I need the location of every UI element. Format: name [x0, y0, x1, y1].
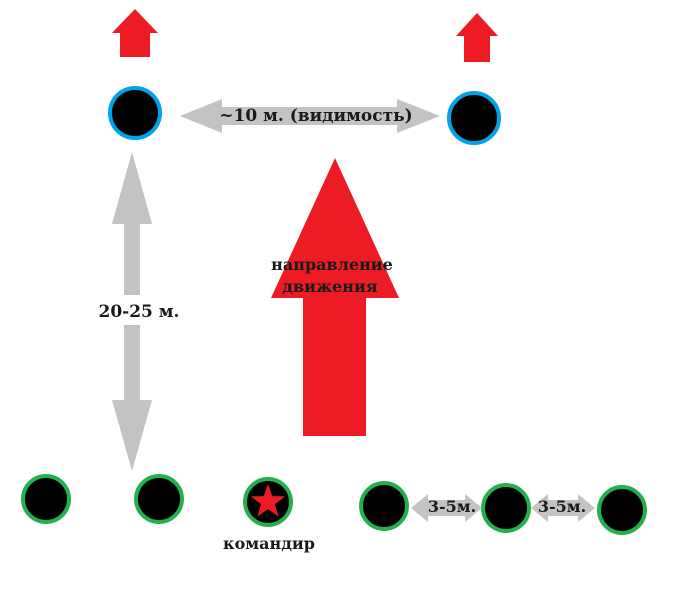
distance-label-backdrop	[98, 295, 178, 325]
visibility-label: ~10 м. (видимость)	[219, 106, 412, 126]
scout-left-up-arrow	[112, 9, 158, 57]
member-2-circle-icon	[134, 474, 184, 524]
direction-label-line2: движения	[282, 277, 378, 296]
commander-label: командир	[223, 534, 315, 553]
direction-label-line1: направление	[271, 255, 393, 274]
gap-right-label: 3-5м.	[538, 497, 586, 516]
movement-direction-arrow	[271, 158, 399, 436]
scout-right-up-arrow	[456, 13, 498, 62]
member-6-circle-icon	[597, 485, 647, 535]
member-4-circle-icon	[359, 481, 409, 531]
commander-star-icon	[250, 484, 286, 517]
scout-left-circle-icon	[108, 86, 162, 140]
scout-right-circle-icon	[447, 91, 501, 145]
gap-right-double-arrow	[531, 494, 595, 522]
gap-left-double-arrow	[411, 494, 482, 522]
gap-left-label: 3-5м.	[428, 497, 476, 516]
visibility-double-arrow	[180, 99, 440, 133]
member-1-circle-icon	[21, 474, 71, 524]
distance-label: 20-25 м.	[99, 302, 180, 322]
member-5-circle-icon	[481, 483, 531, 533]
